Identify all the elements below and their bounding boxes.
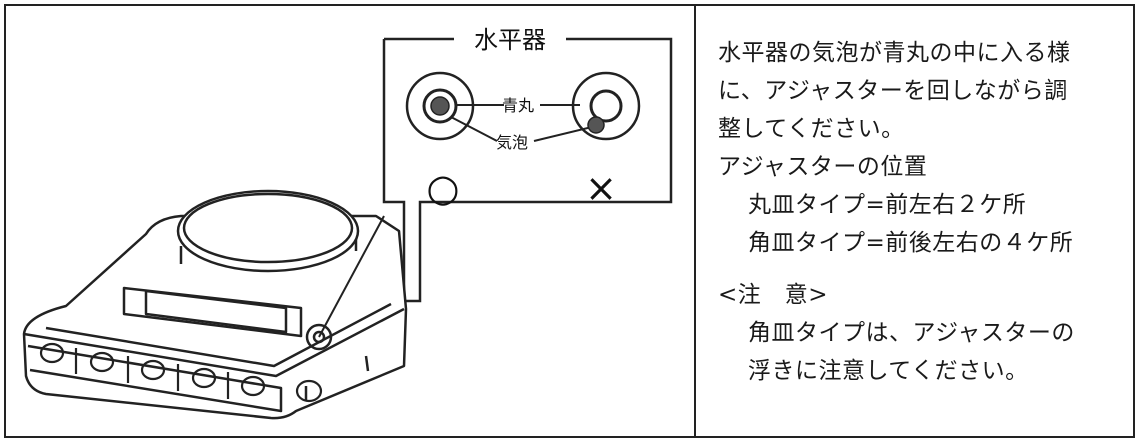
wrong-mark-icon: × — [585, 166, 617, 210]
balance-illustration: 水平器 青丸 気泡 ○ × — [6, 6, 694, 436]
label-blue-circle: 青丸 — [502, 96, 534, 115]
square-pan-note: 角皿タイプ=前後左右の４ケ所 — [748, 230, 1074, 256]
instruction-text: 水平器の気泡が青丸の中に入る様 に、アジャスターを回しながら調 整してください。… — [718, 34, 1128, 390]
level-gauge-wrong — [533, 71, 641, 142]
instruction-line: 水平器の気泡が青丸の中に入る様 — [718, 40, 1071, 66]
caution-heading: <注 意> — [718, 282, 829, 308]
round-pan-note: 丸皿タイプ=前左右２ケ所 — [748, 192, 1027, 218]
scale-drawing: 水平器 青丸 気泡 ○ × — [22, 26, 673, 420]
bubble-icon — [430, 96, 450, 116]
balance-button — [191, 367, 217, 389]
balance-button — [240, 375, 266, 397]
instruction-line: 整してください。 — [718, 116, 905, 142]
caution-line: 浮きに注意してください。 — [748, 358, 1029, 384]
balance-button — [295, 379, 323, 403]
level-gauge-correct — [405, 71, 504, 142]
balance-button — [89, 351, 115, 373]
balance-button — [39, 342, 65, 364]
caution-line: 角皿タイプは、アジャスターの — [748, 320, 1075, 346]
balance-button — [140, 359, 166, 381]
correct-mark-icon: ○ — [426, 166, 459, 210]
label-bubble: 気泡 — [496, 133, 528, 152]
bubble-icon — [587, 116, 605, 134]
panel-divider — [694, 6, 696, 436]
level-title: 水平器 — [474, 26, 546, 54]
instruction-panel: 水平器 青丸 気泡 ○ × — [4, 4, 1135, 438]
adjuster-heading: アジャスターの位置 — [718, 154, 928, 180]
electronic-balance — [22, 189, 408, 420]
instruction-line: に、アジャスターを回しながら調 — [718, 78, 1068, 104]
front-button-row — [39, 342, 323, 403]
level-inset-frame — [382, 37, 673, 303]
